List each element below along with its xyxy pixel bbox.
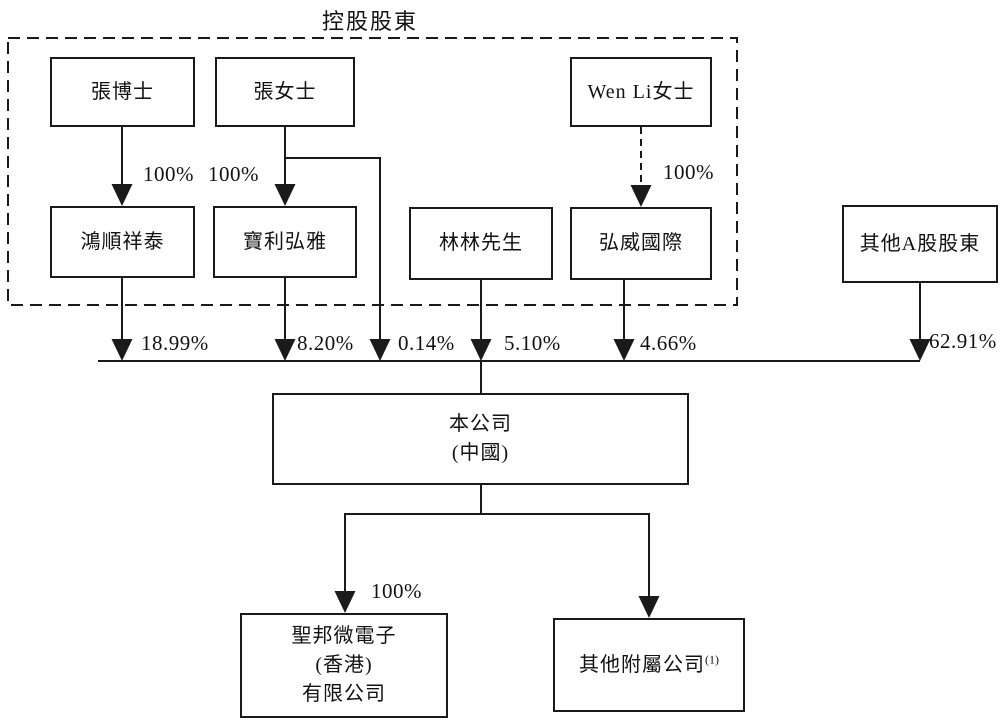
- box-mr-lin-lin-label: 林林先生: [439, 232, 523, 254]
- arrowhead-hongshun-bus: [111, 339, 133, 361]
- box-dr-zhang: 張博士: [50, 57, 195, 127]
- stake-label-other-a: 62.91%: [929, 329, 997, 353]
- stake-label-mszhang-direct: 0.14%: [398, 331, 455, 355]
- box-wen-li-label: Wen Li女士: [587, 80, 695, 103]
- box-hong-wei-international-label: 弘威國際: [599, 232, 683, 254]
- box-wen-li: Wen Li女士: [570, 57, 712, 127]
- controlling-shareholders-dashed-border: [7, 37, 738, 306]
- stake-label-linlin: 5.10%: [504, 331, 561, 355]
- arrowhead-hongwei-in: [630, 185, 652, 207]
- box-hong-shun-xiang-tai: 鴻順祥泰: [50, 206, 195, 278]
- other-subsidiaries-label: 其他附屬公司(1): [579, 651, 719, 680]
- box-other-a-share-shareholders: 其他A股股東: [842, 205, 998, 283]
- box-hong-wei-international: 弘威國際: [570, 207, 712, 280]
- box-mr-lin-lin: 林林先生: [409, 207, 553, 280]
- box-other-subsidiaries: 其他附屬公司(1): [553, 618, 745, 712]
- company-name: 本公司: [449, 413, 512, 435]
- arrowhead-other-a-bus: [909, 339, 931, 361]
- box-bao-li-hong-ya: 寶利弘雅: [213, 206, 357, 278]
- arrowhead-baoli-in: [274, 184, 296, 206]
- arrowhead-mszhang-bus: [369, 339, 391, 361]
- hk-subsidiary-name-line2: (香港): [315, 654, 373, 676]
- footnote-marker: (1): [705, 651, 719, 666]
- stake-label-baoli: 8.20%: [297, 331, 354, 355]
- arrowhead-other-subs-in: [638, 596, 660, 618]
- arrowhead-hk-sub-in: [334, 591, 356, 613]
- box-the-company: 本公司 (中國): [272, 393, 689, 485]
- hk-subsidiary-name-line1: 聖邦微電子: [291, 625, 397, 647]
- company-jurisdiction: (中國): [451, 442, 510, 464]
- hk-subsidiary-name-line3: 有限公司: [302, 683, 386, 705]
- arrowhead-linlin-bus: [470, 339, 492, 361]
- box-dr-zhang-label: 張博士: [91, 80, 154, 103]
- stake-label-drzhang-hongshun: 100%: [143, 162, 194, 186]
- box-hong-shun-xiang-tai-label: 鴻順祥泰: [80, 230, 165, 253]
- other-subsidiaries-text: 其他附屬公司: [579, 653, 705, 676]
- controlling-shareholders-label: 控股股東: [321, 9, 418, 34]
- stake-label-wenli-hongwei: 100%: [663, 160, 714, 184]
- stake-label-company-hk-sub: 100%: [371, 579, 422, 603]
- box-hk-subsidiary: 聖邦微電子 (香港) 有限公司: [240, 613, 448, 718]
- stake-label-hongwei: 4.66%: [640, 331, 697, 355]
- arrowhead-baoli-bus: [274, 339, 296, 361]
- box-ms-zhang: 張女士: [215, 57, 355, 127]
- stake-label-hongshun: 18.99%: [141, 331, 209, 355]
- line-mszhang-direct-branch: [285, 157, 381, 341]
- box-bao-li-hong-ya-label: 寶利弘雅: [243, 230, 327, 253]
- box-other-a-share-shareholders-label: 其他A股股東: [859, 232, 981, 255]
- arrowheads: [111, 184, 931, 618]
- stake-label-mszhang-baoli: 100%: [208, 162, 259, 186]
- box-ms-zhang-label: 張女士: [253, 80, 317, 103]
- arrowhead-hongshun-in: [111, 184, 133, 206]
- arrowhead-hongwei-bus: [613, 339, 635, 361]
